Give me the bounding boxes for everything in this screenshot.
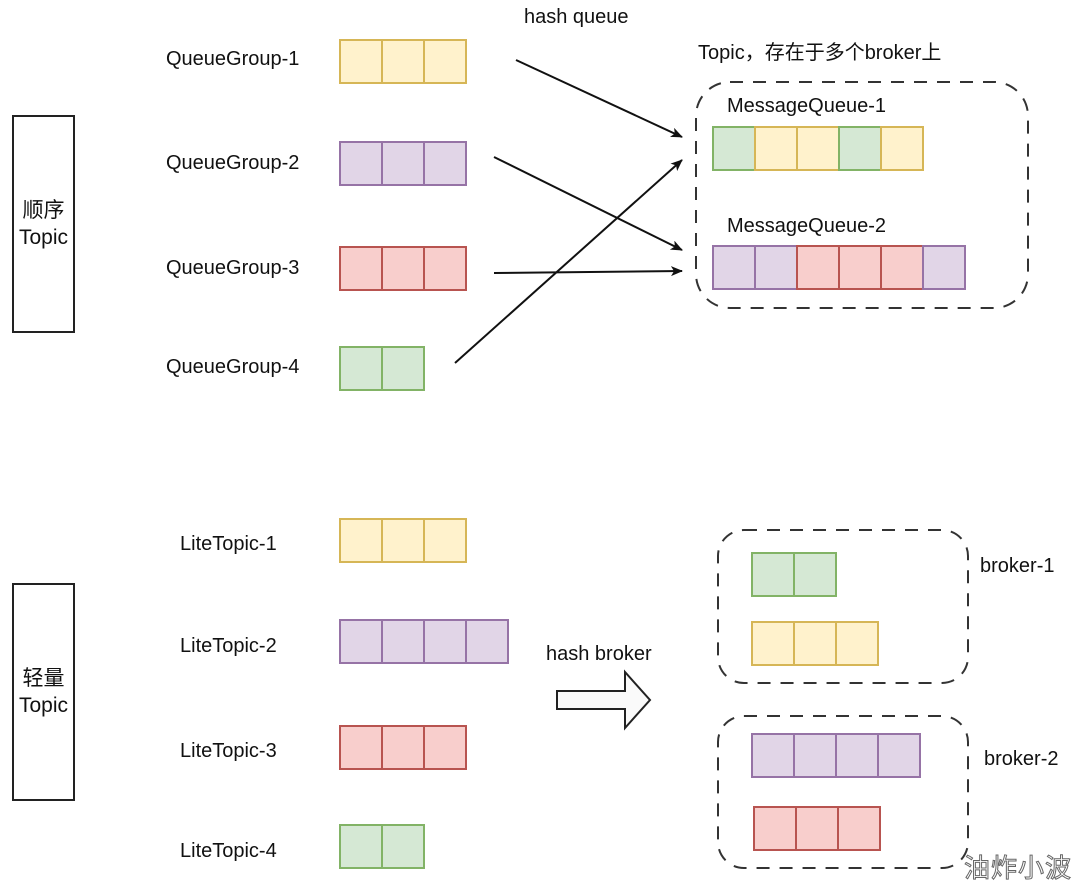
lite-topic-label-line2: Topic — [18, 694, 69, 717]
queue-cell-red — [837, 806, 881, 851]
ordered-topic-label-line1: 顺序 — [22, 199, 65, 222]
queue-cell-yellow — [381, 518, 425, 563]
queue-cell-yellow — [423, 518, 467, 563]
queue-cell-green — [793, 552, 837, 597]
queuegroup-label: QueueGroup-3 — [166, 257, 300, 279]
queue-cell-green — [751, 552, 795, 597]
queuegroup-label: QueueGroup-4 — [166, 356, 300, 378]
queue-cell-purple — [793, 733, 837, 778]
litetopic-3-queue — [339, 725, 467, 770]
queuegroup-3-queue — [339, 246, 467, 291]
queue-cell-red — [796, 245, 840, 290]
broker-2-label: broker-2 — [984, 748, 1059, 770]
queue-cell-yellow — [423, 39, 467, 84]
queue-cell-red — [423, 246, 467, 291]
hash-broker-arrow-icon — [556, 669, 652, 731]
broker-1-label: broker-1 — [980, 555, 1055, 577]
queue-cell-green — [339, 346, 383, 391]
queue-cell-green — [712, 126, 756, 171]
queue-cell-yellow — [796, 126, 840, 171]
lite-topic-label-line1: 轻量 — [22, 667, 65, 690]
queue-cell-yellow — [793, 621, 837, 666]
messagequeue-2-label: MessageQueue-2 — [727, 215, 886, 237]
queue-cell-red — [339, 246, 383, 291]
queue-cell-green — [381, 346, 425, 391]
queue-cell-red — [381, 246, 425, 291]
watermark: 油炸小波 — [963, 853, 1072, 884]
queue-cell-yellow — [381, 39, 425, 84]
queue-cell-purple — [922, 245, 966, 290]
litetopic-2-queue — [339, 619, 509, 664]
queue-cell-yellow — [339, 39, 383, 84]
queue-cell-red — [381, 725, 425, 770]
arrow-queuegroup-3-to-mq-2 — [493, 266, 683, 277]
queuegroup-4-queue — [339, 346, 425, 391]
queue-cell-red — [753, 806, 797, 851]
litetopic-4-queue — [339, 824, 425, 869]
queue-cell-red — [423, 725, 467, 770]
queue-cell-green — [339, 824, 383, 869]
queuegroup-2-queue — [339, 141, 467, 186]
arrow-queuegroup-2-to-mq-2 — [493, 156, 683, 251]
broker-1-queue-1 — [751, 552, 837, 597]
queue-cell-yellow — [880, 126, 924, 171]
queue-cell-green — [838, 126, 882, 171]
lite-topic-box: 轻量 Topic — [12, 583, 75, 801]
queue-cell-yellow — [835, 621, 879, 666]
queue-cell-red — [339, 725, 383, 770]
queue-cell-purple — [712, 245, 756, 290]
topic-caption: Topic，存在于多个broker上 — [698, 42, 942, 64]
ordered-topic-label-line2: Topic — [18, 226, 69, 249]
queue-cell-yellow — [339, 518, 383, 563]
arrow-queuegroup-1-to-mq-1 — [515, 59, 683, 138]
queuegroup-label: QueueGroup-1 — [166, 48, 300, 70]
queue-cell-purple — [877, 733, 921, 778]
ordered-topic-box: 顺序 Topic — [12, 115, 75, 333]
queue-cell-purple — [465, 619, 509, 664]
litetopic-label: LiteTopic-1 — [180, 533, 277, 555]
queue-cell-red — [795, 806, 839, 851]
queuegroup-label: QueueGroup-2 — [166, 152, 300, 174]
queue-cell-purple — [751, 733, 795, 778]
litetopic-label: LiteTopic-2 — [180, 635, 277, 657]
messagequeue-1-queue — [712, 126, 924, 171]
queue-cell-purple — [381, 619, 425, 664]
litetopic-label: LiteTopic-3 — [180, 740, 277, 762]
queue-cell-purple — [835, 733, 879, 778]
hash-queue-label: hash queue — [524, 6, 629, 28]
messagequeue-2-queue — [712, 245, 966, 290]
queue-cell-purple — [423, 141, 467, 186]
queue-cell-purple — [423, 619, 467, 664]
queue-cell-purple — [754, 245, 798, 290]
broker-1-queue-2 — [751, 621, 879, 666]
broker-2-queue-1 — [751, 733, 921, 778]
queue-cell-purple — [339, 619, 383, 664]
queue-cell-yellow — [754, 126, 798, 171]
arrow-queuegroup-4-to-mq-1 — [454, 159, 683, 364]
queue-cell-red — [880, 245, 924, 290]
litetopic-label: LiteTopic-4 — [180, 840, 277, 862]
queuegroup-1-queue — [339, 39, 467, 84]
litetopic-1-queue — [339, 518, 467, 563]
queue-cell-green — [381, 824, 425, 869]
queue-cell-red — [838, 245, 882, 290]
queue-cell-purple — [339, 141, 383, 186]
broker-2-queue-2 — [753, 806, 881, 851]
messagequeue-1-label: MessageQueue-1 — [727, 95, 886, 117]
queue-cell-yellow — [751, 621, 795, 666]
queue-cell-purple — [381, 141, 425, 186]
hash-broker-label: hash broker — [546, 643, 652, 665]
